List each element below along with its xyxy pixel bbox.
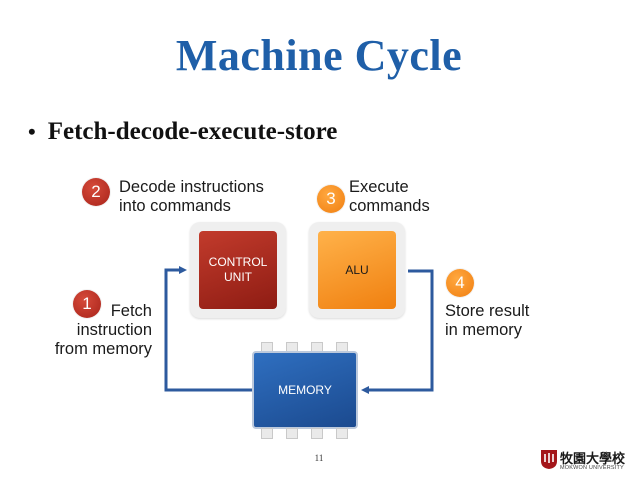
- memory-pin: [336, 428, 348, 439]
- university-logo: 牧園大學校 MOKWON UNIVERSITY: [540, 446, 634, 476]
- step-1-label-line: from memory: [54, 340, 152, 358]
- step-2-label: Decode instructions into commands: [119, 178, 264, 216]
- memory-chip: MEMORY: [250, 342, 360, 439]
- bullet-item: • Fetch-decode-execute-store: [28, 118, 337, 146]
- alu-box: ALU: [318, 231, 396, 309]
- step-4-label: Store result in memory: [445, 302, 529, 340]
- step-2-badge: 2: [82, 178, 110, 206]
- step-1-label-line: instruction: [76, 321, 152, 339]
- university-name-cjk: 牧園大學校: [560, 451, 626, 466]
- step-3-label-line: Execute: [349, 178, 409, 196]
- step-4-label-line: in memory: [445, 321, 523, 339]
- step-1-label: Fetch instruction from memory: [40, 302, 152, 359]
- memory-label: MEMORY: [278, 382, 332, 397]
- control-unit-box: CONTROL UNIT: [199, 231, 277, 309]
- control-unit-frame: CONTROL UNIT: [190, 222, 286, 318]
- bullet-dot-icon: •: [28, 119, 36, 144]
- alu-frame: ALU: [309, 222, 405, 318]
- step-3-label: Execute commands: [349, 178, 430, 216]
- step-1-label-line: Fetch: [110, 302, 152, 320]
- arrow-fetch: [164, 266, 254, 392]
- page-number: 11: [314, 453, 324, 463]
- control-unit-label-line: CONTROL: [208, 255, 268, 269]
- memory-pin: [286, 428, 298, 439]
- bullet-text: Fetch-decode-execute-store: [47, 118, 338, 145]
- step-3-label-line: commands: [349, 197, 430, 215]
- university-emblem-icon: [541, 450, 557, 469]
- arrow-store: [361, 269, 434, 394]
- control-unit-label-line: UNIT: [224, 270, 252, 284]
- alu-label: ALU: [345, 262, 369, 277]
- memory-box: MEMORY: [252, 351, 358, 429]
- memory-pin: [311, 428, 323, 439]
- university-name-en: MOKWON UNIVERSITY: [560, 465, 624, 471]
- step-3-badge: 3: [317, 185, 345, 213]
- memory-pin: [261, 428, 273, 439]
- slide-title: Machine Cycle: [175, 31, 463, 80]
- step-2-label-line: into commands: [119, 197, 231, 215]
- step-4-label-line: Store result: [445, 302, 530, 320]
- step-2-label-line: Decode instructions: [119, 178, 264, 196]
- step-1-badge: 1: [73, 290, 101, 318]
- step-4-badge: 4: [446, 269, 474, 297]
